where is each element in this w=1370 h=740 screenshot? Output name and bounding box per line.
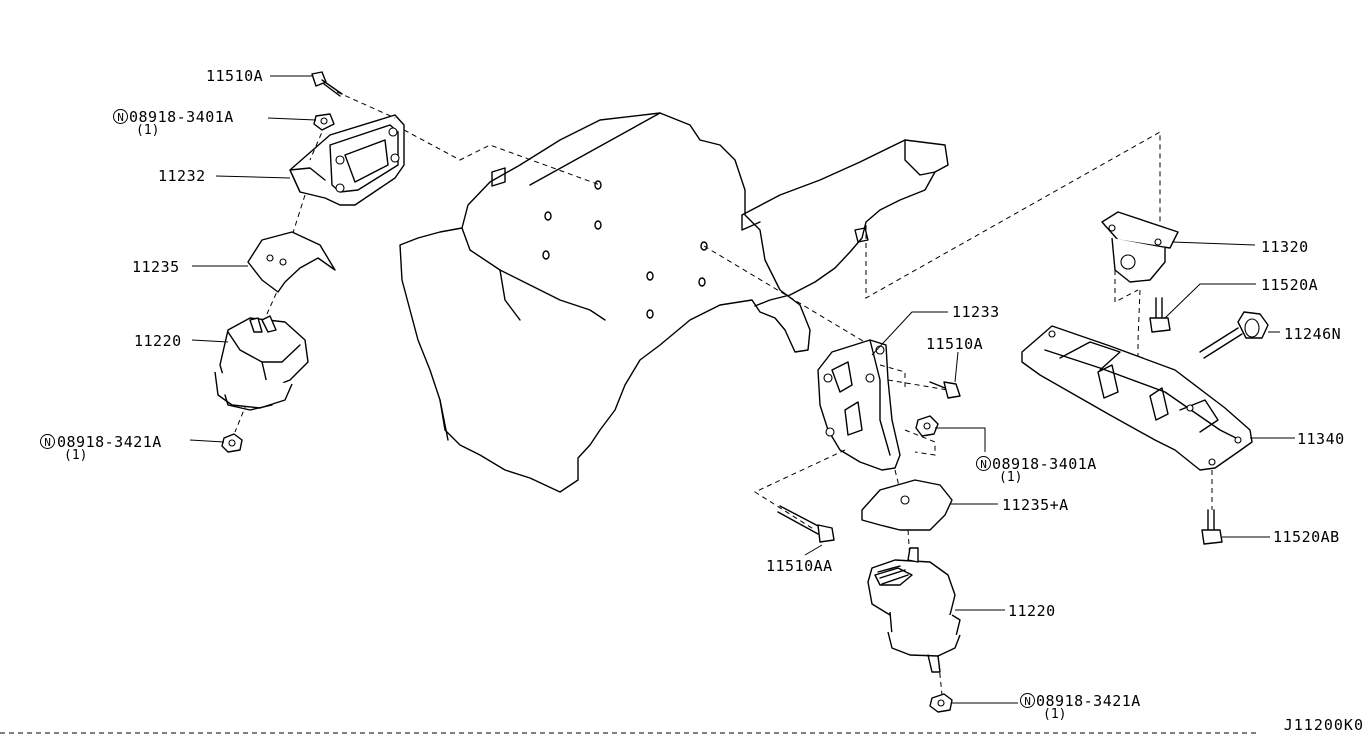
part-label-11520a: 11520A — [1261, 276, 1319, 294]
bracket-11232 — [289, 114, 405, 206]
n-circle-mark: N — [40, 434, 55, 449]
quantity-label: (1) — [1043, 707, 1067, 722]
nut-08918-3421a-right — [929, 693, 953, 713]
part-label-08918-3401a-right: 08918-3401A — [992, 455, 1097, 473]
quantity-label: (1) — [999, 470, 1023, 485]
part-label-11320: 11320 — [1261, 238, 1309, 256]
crossmember-11340 — [1021, 325, 1253, 471]
part-label-11220-right: 11220 — [1008, 602, 1056, 620]
leader-lines — [189, 75, 1295, 704]
bracket-11233 — [817, 339, 901, 471]
part-label-11520ab: 11520AB — [1273, 528, 1340, 546]
bolt-11510a-right — [929, 381, 961, 399]
nut-08918-3421a-left — [221, 433, 243, 453]
rear-mount-11320 — [1101, 211, 1179, 283]
engine-mount-11220-right — [867, 547, 961, 673]
part-label-11220-left: 11220 — [134, 332, 182, 350]
part-label-11235: 11235 — [132, 258, 180, 276]
part-label-11235a: 11235+A — [1002, 496, 1069, 514]
part-label-11510a-top: 11510A — [206, 67, 264, 85]
quantity-label: (1) — [64, 448, 88, 463]
bolt-11510aa — [777, 505, 835, 543]
part-label-08918-3401a-left: 08918-3401A — [129, 108, 234, 126]
engine-block-outline — [399, 112, 811, 493]
nut-08918-3401a-left — [313, 113, 335, 131]
bolt-11520a — [1149, 297, 1171, 333]
nut-08918-3401a-right — [915, 415, 939, 437]
part-label-11233: 11233 — [952, 303, 1000, 321]
part-label-11232: 11232 — [158, 167, 206, 185]
transmission-outline — [741, 139, 949, 307]
part-label-11340: 11340 — [1297, 430, 1345, 448]
insulator-11246n — [1199, 311, 1269, 359]
part-label-11510a-right: 11510A — [926, 335, 984, 353]
part-label-08918-3421a-right: 08918-3421A — [1036, 692, 1141, 710]
heat-shield-11235a — [861, 479, 953, 531]
bolt-11510a-top — [311, 71, 343, 97]
n-circle-mark: N — [976, 456, 991, 471]
n-circle-mark: N — [113, 109, 128, 124]
quantity-label: (1) — [136, 123, 160, 138]
part-label-11510aa: 11510AA — [766, 557, 833, 575]
n-circle-mark: N — [1020, 693, 1035, 708]
part-label-08918-3421a-left: 08918-3421A — [57, 433, 162, 451]
part-label-11246n: 11246N — [1284, 325, 1342, 343]
heat-shield-11235 — [247, 231, 336, 293]
bolt-11520ab — [1201, 509, 1223, 545]
drawing-code: J11200K0 — [1283, 716, 1364, 734]
engine-mount-11220-left — [214, 315, 309, 411]
